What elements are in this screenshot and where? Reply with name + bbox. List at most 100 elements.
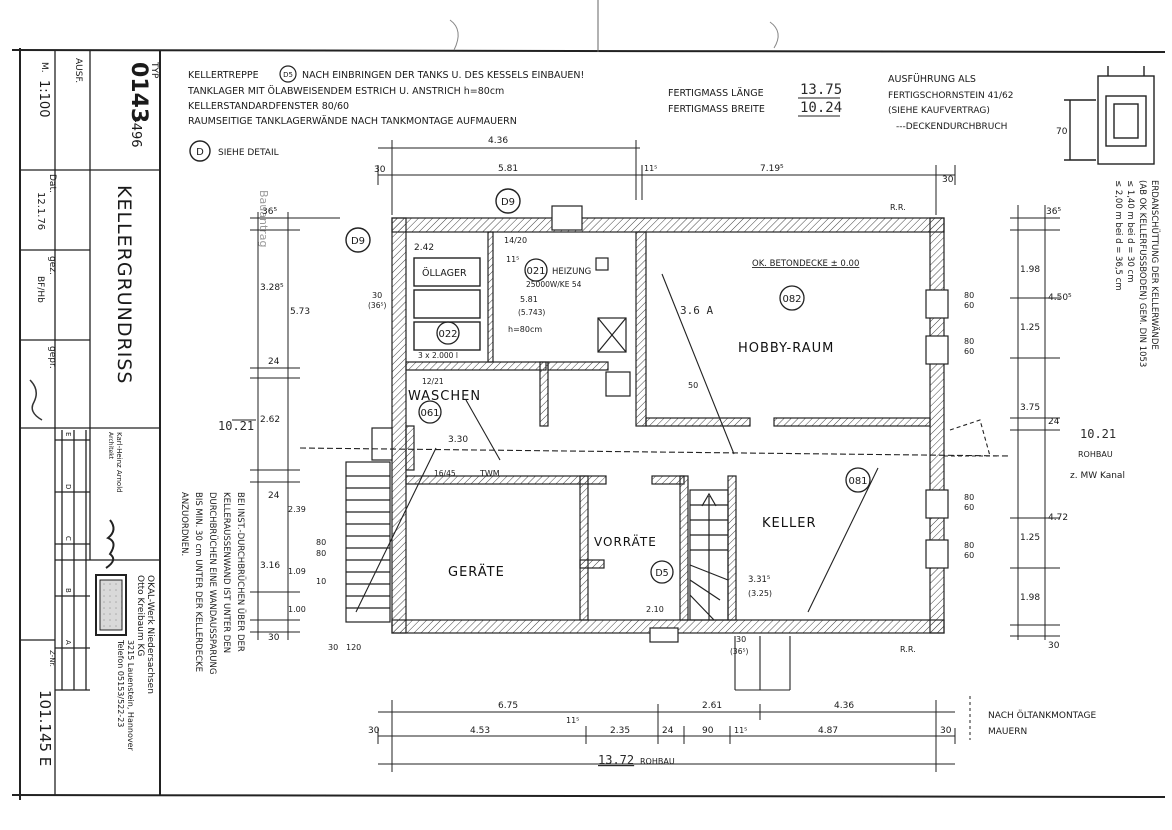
dim-right-198a: 1.98 — [1020, 265, 1040, 275]
installation-lines — [299, 273, 1011, 691]
dim-bottom-675: 6.75 — [498, 701, 518, 711]
oil-tanks — [413, 257, 481, 351]
note-line-1b: NACH EINBRINGEN DER TANKS U. DES KESSELS… — [302, 70, 584, 81]
dim-right-125b: 1.25 — [1020, 533, 1040, 543]
left-dimension-chains — [232, 212, 340, 640]
dim-inner-120: 120 — [346, 643, 361, 652]
drawing-title: KELLERGRUNDRISS — [113, 185, 135, 384]
dim-inner-330: 3.30 — [448, 435, 468, 445]
dim-inner-3315: 3.31⁵ — [748, 575, 770, 585]
d5-ref-circle — [650, 560, 674, 584]
dim-right-24: 24 — [1048, 417, 1060, 427]
dim-bottom-24: 24 — [662, 726, 674, 736]
side-note-3: ≤ 1,40 m bei d = 30 cm — [1125, 180, 1135, 283]
win3-h: 60 — [964, 503, 974, 512]
rev-c: C — [64, 536, 72, 541]
dim-left-3285: 3.28⁵ — [260, 283, 284, 293]
revision-table — [55, 430, 90, 691]
scale-value: 1:100 — [36, 80, 51, 117]
ausf-label: AUSF. — [73, 58, 83, 83]
dim-left-109: 1.09 — [288, 567, 306, 576]
tank-dims-2: (5.743) — [518, 308, 545, 317]
rr-top: R.R. — [890, 203, 906, 212]
total-bottom-dim: 13.72 — [598, 753, 634, 767]
windows — [371, 205, 949, 643]
dim-inner-115: 11⁵ — [506, 255, 519, 264]
rev-a: A — [64, 640, 72, 645]
fertigmass-breite-label: FERTIGMASS BREITE — [668, 104, 765, 115]
dim-left-30: 30 — [268, 633, 280, 643]
room-082: 082 — [782, 294, 801, 305]
side-note-2: (AB OK KELLERFUSSBODEN) GEM. DIN 1053 — [1137, 180, 1147, 367]
frame-top-line — [11, 49, 1166, 53]
dim-bottom-90: 90 — [702, 726, 714, 736]
dim-left-100: 1.00 — [288, 605, 306, 614]
ausfuehrung-note: AUSFÜHRUNG ALS FERTIGSCHORNSTEIN 41/62 (… — [888, 74, 1014, 132]
dim-inner-36a: 3.6 A — [680, 304, 713, 317]
dim-top-581: 5.81 — [498, 164, 518, 174]
dim-inner-1221: 12/21 — [422, 377, 444, 386]
ok-betondecke: OK. BETONDECKE ± 0.00 — [752, 259, 859, 269]
rev-b: B — [64, 588, 72, 593]
dim-bottom-487: 4.87 — [818, 726, 838, 736]
dim-inner-30: 30 — [372, 291, 382, 300]
d9-ref-top-circle — [495, 188, 521, 214]
firm-line-2: Otto Kreibaum KG — [135, 575, 145, 656]
architect-signature — [105, 519, 115, 569]
inst-note-1: BEI INST.-DURCHBRÜCHEN ÜBER DER — [235, 492, 246, 652]
dim-inner-1420: 14/20 — [504, 236, 527, 245]
title-block — [20, 50, 160, 795]
dim-right-375: 3.75 — [1020, 403, 1040, 413]
dim-bottom-453: 4.53 — [470, 726, 490, 736]
room-021-circle — [524, 258, 548, 282]
dim-top-7195: 7.19⁵ — [760, 164, 784, 174]
chimney-dim: 70 — [1056, 127, 1068, 137]
dim-inner-1645: 16/45 — [434, 469, 456, 478]
dim-left-24a: 24 — [268, 357, 280, 367]
architect-role: Architekt — [107, 432, 114, 460]
note-d5-circle — [279, 65, 297, 83]
ausfuehrung-line-1: AUSFÜHRUNG ALS — [888, 74, 976, 85]
right-total-dim: 10.21 — [1080, 427, 1116, 441]
type-label: TYP — [149, 61, 159, 79]
win1-h: 60 — [964, 301, 974, 310]
dim-right-472: 4.72 — [1048, 513, 1068, 523]
room-hobby: HOBBY-RAUM — [738, 341, 834, 356]
win1-w: 80 — [964, 291, 974, 300]
room-oellager: ÖLLAGER — [422, 268, 467, 279]
inst-note-5: ANZUORDNEN. — [179, 492, 189, 556]
dim-left-239: 2.39 — [288, 505, 306, 514]
dim-left-365: 36⁵ — [262, 207, 277, 217]
dim-bottom-30a: 30 — [368, 726, 380, 736]
dim-inner-30st: 30 — [736, 635, 746, 644]
firm-line-4: Telefon 05153/522-23 — [116, 639, 125, 727]
dim-bottom-115b: 11⁵ — [734, 726, 747, 735]
dim-left-573: 5.73 — [290, 307, 310, 317]
interior-stair — [689, 489, 729, 621]
ausfuehrung-line-2: FERTIGSCHORNSTEIN 41/62 — [888, 91, 1014, 101]
fertigmass-laenge-label: FERTIGMASS LÄNGE — [668, 88, 764, 99]
date-label: Dat. — [47, 174, 57, 193]
installation-note: BEI INST.-DURCHBRÜCHEN ÜBER DER KELLERAU… — [179, 492, 246, 674]
tank-height: h=80cm — [508, 325, 542, 334]
dim-right-30: 30 — [1048, 641, 1060, 651]
scale-label: M. — [39, 62, 49, 73]
okal-logo — [95, 574, 127, 636]
dim-inner-30-a: 30 — [328, 643, 338, 652]
dim-top-30b: 30 — [942, 175, 954, 185]
fertigmass-laenge-value: 13.75 — [800, 82, 842, 98]
note-line-3: KELLERSTANDARDFENSTER 80/60 — [188, 101, 349, 112]
plan-number-label: Z-Nr. — [48, 650, 56, 667]
heizung-power: 25000W/KE 54 — [526, 280, 582, 289]
checked-signature — [29, 379, 43, 421]
chimney-detail — [1064, 66, 1155, 165]
room-heizung: HEIZUNG — [552, 267, 591, 277]
nach-oeltank-2: MAUERN — [988, 727, 1027, 737]
detail-text: SIEHE DETAIL — [218, 148, 279, 158]
dim-left-10: 10 — [316, 577, 326, 586]
room-082-circle — [779, 285, 805, 311]
dim-left-24b: 24 — [268, 491, 280, 501]
room-vorraete: VORRÄTE — [594, 534, 657, 549]
mw-kanal: z. MW Kanal — [1070, 471, 1125, 481]
